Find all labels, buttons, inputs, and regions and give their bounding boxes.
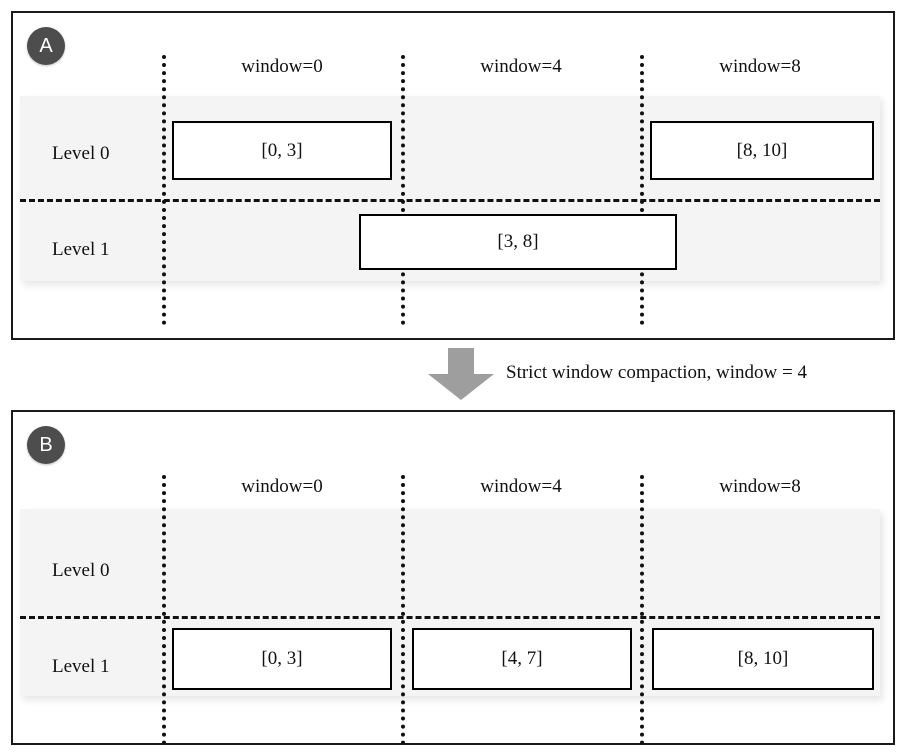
panel-a-level-1-box-0[interactable]: [3, 8] [359, 214, 677, 270]
panel-a-level-divider [20, 199, 880, 202]
panel-b-level-1-box-2[interactable]: [8, 10] [652, 628, 874, 690]
panel-a-badge: A [27, 27, 65, 65]
panel-a-window-divider-0 [162, 55, 166, 325]
panel-a-row-label-level-1: Level 1 [52, 239, 110, 260]
panel-b: B window=0 window=4 window=8 Level 0 Lev… [11, 410, 895, 745]
panel-b-column-header-0: window=0 [241, 476, 323, 497]
panel-a-window-divider-2 [640, 55, 644, 325]
panel-a-column-header-0: window=0 [241, 56, 323, 77]
panel-b-badge: B [27, 426, 65, 464]
panel-b-level-1-box-1[interactable]: [4, 7] [412, 628, 632, 690]
panel-b-level-divider [20, 616, 880, 619]
panel-b-column-header-1: window=4 [480, 476, 562, 497]
panel-b-column-header-2: window=8 [719, 476, 801, 497]
panel-b-window-divider-2 [640, 475, 644, 745]
down-arrow-icon [428, 348, 494, 400]
panel-a-row-label-level-0: Level 0 [52, 143, 110, 164]
panel-a-column-header-1: window=4 [480, 56, 562, 77]
panel-b-window-divider-1 [401, 475, 405, 745]
panel-b-row-label-level-0: Level 0 [52, 560, 110, 581]
panel-a-window-divider-1 [401, 55, 405, 325]
panel-a-column-header-2: window=8 [719, 56, 801, 77]
panel-a-level-0-box-1[interactable]: [8, 10] [650, 121, 874, 180]
panel-b-level-1-box-0[interactable]: [0, 3] [172, 628, 392, 690]
panel-a-level-0-box-0[interactable]: [0, 3] [172, 121, 392, 180]
panel-b-window-divider-0 [162, 475, 166, 745]
transition-caption: Strict window compaction, window = 4 [506, 362, 807, 383]
panel-a: A window=0 window=4 window=8 Level 0 Lev… [11, 11, 895, 340]
panel-b-row-label-level-1: Level 1 [52, 656, 110, 677]
